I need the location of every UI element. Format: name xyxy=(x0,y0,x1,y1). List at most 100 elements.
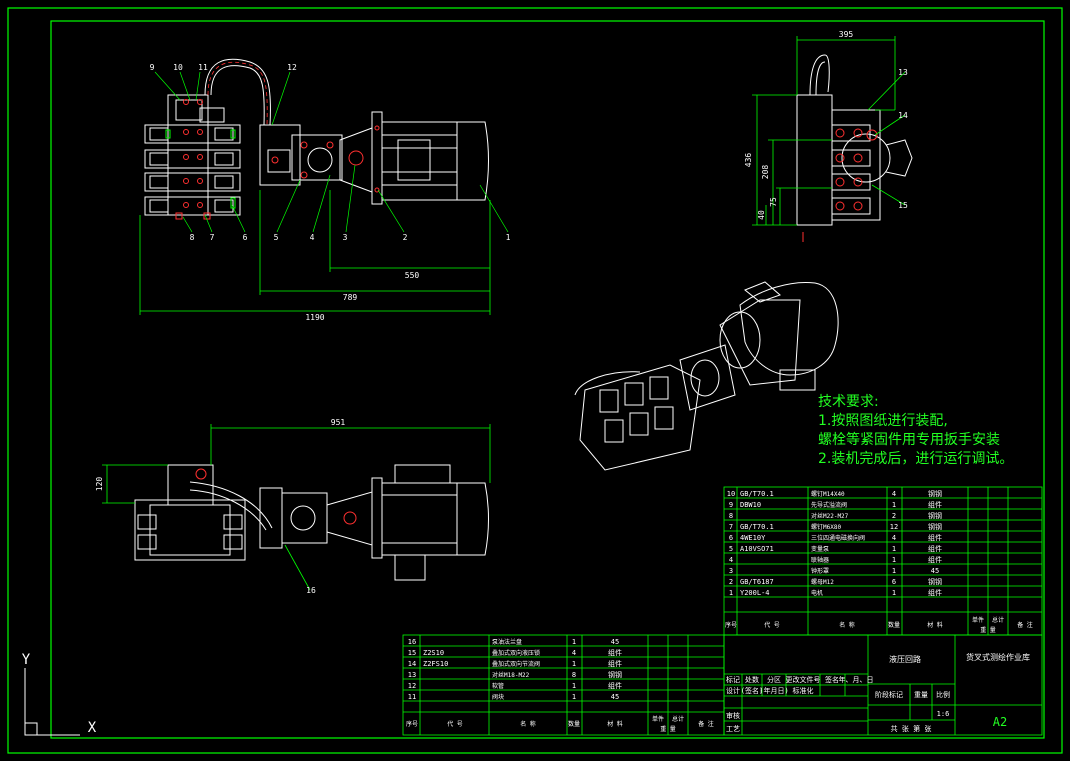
side-hose xyxy=(809,54,830,96)
bom-cell-material: 钢钢 xyxy=(928,522,942,531)
bom-cell-qty: 1 xyxy=(892,501,896,509)
top-view-dimension-lines xyxy=(102,424,491,591)
front-view-assembly xyxy=(144,58,489,220)
bom-cell-qty: 6 xyxy=(892,578,896,586)
bom-cell-material: 组件 xyxy=(608,681,622,690)
bom-cell-code: Y200L-4 xyxy=(740,589,770,597)
bom-cell-code: 4WE10Y xyxy=(740,534,766,542)
balloon-15: 15 xyxy=(898,201,908,210)
bom-lower-grid xyxy=(402,634,725,736)
balloon-3: 3 xyxy=(343,233,348,242)
bom-cell-material: 钢钢 xyxy=(608,670,622,679)
bom-cell-name: 电机 xyxy=(811,589,823,597)
bom-header-total: 总计 xyxy=(672,715,684,723)
bom-cell-name: 螺钉M6X80 xyxy=(811,523,841,531)
bom-cell-no: 5 xyxy=(729,545,733,553)
drawing-name: 液压回路 xyxy=(889,654,921,664)
tech-line-2: 螺栓等紧固件用专用扳手安装 xyxy=(818,432,1000,448)
tb-stage-mark: 阶段标记 xyxy=(875,690,903,699)
bom-header-remark: 备 注 xyxy=(698,720,714,728)
side-view-assembly xyxy=(796,54,913,242)
bom-cell-no: 8 xyxy=(729,512,733,520)
bom-header-unit: 单件 xyxy=(652,715,664,723)
title-block-text: 液压回路 货叉式测绘作业库 标记 处数 分区 更改文件号 签名 年、月、日 设计… xyxy=(726,652,1030,733)
bom-header-unit: 单件 xyxy=(972,616,984,624)
bom-header-no: 序号 xyxy=(406,720,418,728)
bom-cell-no: 15 xyxy=(408,649,416,657)
balloon-10: 10 xyxy=(173,63,183,72)
bom-cell-no: 13 xyxy=(408,671,416,679)
bom-cell-name: 叠加式双向节流阀 xyxy=(492,660,540,668)
dim-208: 208 xyxy=(761,165,770,180)
bom-cell-no: 4 xyxy=(729,556,733,564)
bom-cell-material: 组件 xyxy=(928,533,942,542)
bom-cell-code: Z2FS10 xyxy=(423,660,448,668)
bom-cell-name: 三位四通电磁换向阀 xyxy=(811,534,865,542)
bom-cell-qty: 1 xyxy=(572,682,576,690)
top-valve-block xyxy=(167,464,214,506)
front-view-dimension-lines xyxy=(139,190,491,315)
bom-cell-no: 9 xyxy=(729,501,733,509)
tb-zone: 分区 xyxy=(767,675,781,684)
bom-cell-qty: 1 xyxy=(572,693,576,701)
balloon-13: 13 xyxy=(898,68,908,77)
bom-cell-no: 10 xyxy=(727,490,735,498)
bom-cell-material: 组件 xyxy=(928,500,942,509)
bom-header-name: 名 称 xyxy=(520,720,536,728)
bom-cell-no: 12 xyxy=(408,682,416,690)
iso-motor xyxy=(739,281,839,376)
dim-1190: 1190 xyxy=(305,313,324,322)
bom-cell-qty: 12 xyxy=(890,523,898,531)
dim-75: 75 xyxy=(769,197,778,207)
tb-review: 审核 xyxy=(726,711,740,720)
tb-standardize: 标准化 xyxy=(793,686,814,695)
title-block-grid xyxy=(723,634,1043,736)
tb-weight: 重量 xyxy=(914,691,928,699)
dim-395: 395 xyxy=(839,30,854,39)
tb-mark: 标记 xyxy=(726,675,740,684)
inner-frame xyxy=(50,20,1045,739)
dim-789: 789 xyxy=(343,293,358,302)
bom-cell-name: 对丝M22-M27 xyxy=(811,512,849,520)
top-pump-body xyxy=(281,492,328,544)
bom-cell-no: 16 xyxy=(408,638,416,646)
bom-cell-qty: 1 xyxy=(572,638,576,646)
bom-cell-name: 钟形罩 xyxy=(811,567,829,575)
tech-line-3: 2.装机完成后，进行运行调试。 xyxy=(818,451,1014,467)
balloon-4: 4 xyxy=(310,233,315,242)
bom-cell-material: 组件 xyxy=(608,659,622,668)
bom-cell-name: 螺钉M14X40 xyxy=(811,490,845,498)
bom-cell-no: 1 xyxy=(729,589,733,597)
dim-550: 550 xyxy=(405,271,420,280)
tb-size: A2 xyxy=(993,715,1007,729)
bom-cell-qty: 1 xyxy=(892,567,896,575)
motor-fan-cover xyxy=(456,121,489,201)
bom-cell-material: 组件 xyxy=(608,648,622,657)
tb-change-doc: 更改文件号 xyxy=(786,675,821,684)
bom-cell-qty: 2 xyxy=(892,512,896,520)
bom-cell-name: 联轴器 xyxy=(811,556,829,564)
bom-cell-material: 组件 xyxy=(928,544,942,553)
bom-header-qty: 数量 xyxy=(888,621,900,629)
bom-cell-qty: 1 xyxy=(892,589,896,597)
bom-cell-code: GB/T6187 xyxy=(740,578,774,586)
bom-cell-name: 阀块 xyxy=(492,693,504,701)
balloon-6: 6 xyxy=(243,233,248,242)
technical-requirements: 技术要求: 1.按照图纸进行装配, 螺栓等紧固件用专用扳手安装 2.装机完成后，… xyxy=(818,393,1013,469)
bom-cell-name: 先导式溢流阀 xyxy=(811,501,847,509)
tb-sheets: 共 张 第 张 xyxy=(891,724,932,733)
bom-header-name: 名 称 xyxy=(839,621,855,629)
bom-cell-name: 螺母M12 xyxy=(811,578,834,586)
bom-cell-name: 对丝M18-M22 xyxy=(492,671,530,679)
tb-count: 处数 xyxy=(745,675,759,684)
bom-header-code: 代 号 xyxy=(764,621,780,629)
bom-header-material: 材 料 xyxy=(927,621,943,629)
bom-header-weight: 重 量 xyxy=(980,626,996,634)
bom-cell-material: 钢钢 xyxy=(928,577,942,586)
side-valve-block xyxy=(796,94,833,226)
bom-cell-qty: 4 xyxy=(572,649,576,657)
pump-body xyxy=(259,124,301,186)
bom-cell-code: Z2S10 xyxy=(423,649,444,657)
tech-line-1: 1.按照图纸进行装配, xyxy=(818,413,948,429)
